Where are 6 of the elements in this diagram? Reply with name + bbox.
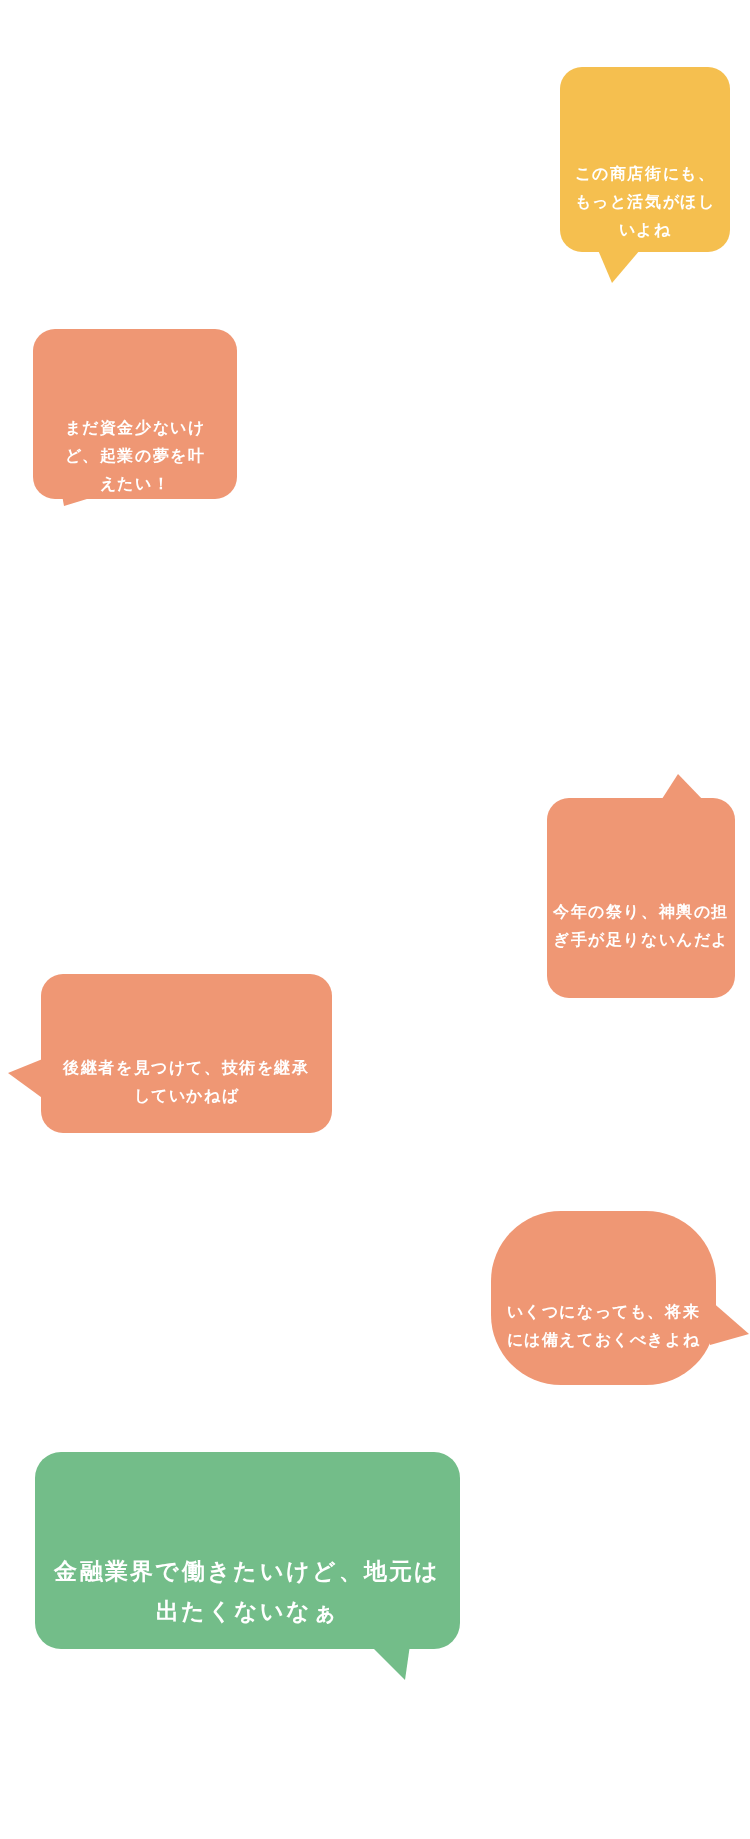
speech-text: この商店街にも、もっと活気がほしいよね [573, 162, 717, 241]
speech-text: いくつになっても、将来には備えておくべきよね [505, 1301, 702, 1351]
speech-text: 今年の祭り、神輿の担ぎ手が足りないんだよ [553, 901, 729, 951]
speech-text: 後継者を見つけて、技術を継承していかねば [62, 1056, 311, 1107]
speech-text: 金融業界で働きたいけど、地元は出たくないなぁ [53, 1556, 442, 1626]
speech-text: まだ資金少ないけど、起業の夢を叶えたい！ [63, 417, 207, 495]
